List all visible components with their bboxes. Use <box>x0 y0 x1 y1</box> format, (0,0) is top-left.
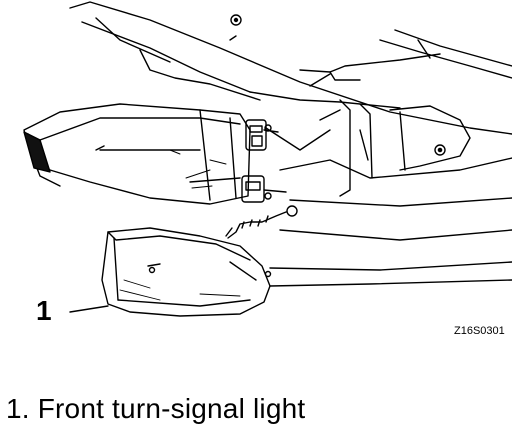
body-panel <box>69 1 512 135</box>
turn-signal-light <box>101 227 272 317</box>
figure-code: Z16S0301 <box>454 325 505 337</box>
turn-signal-shading <box>119 279 241 301</box>
bolt-top <box>230 14 242 26</box>
callout-leader <box>69 305 109 313</box>
callout-number: 1 <box>36 295 52 326</box>
wiring-harness <box>225 205 298 239</box>
bulb-socket <box>241 119 287 203</box>
bolt-bumper <box>434 144 446 156</box>
bumper-panel <box>269 99 512 287</box>
headlight-diagram: 1 Z16S0301 <box>23 1 512 337</box>
diagram-canvas: 1 Z16S0301 <box>23 1 512 337</box>
leader-line-headlight <box>265 127 331 151</box>
headlight-assembly <box>23 103 251 205</box>
hatch-marks <box>169 149 227 189</box>
figure-caption: 1. Front turn-signal light <box>6 393 306 424</box>
headlight-lens-edge <box>23 131 51 173</box>
